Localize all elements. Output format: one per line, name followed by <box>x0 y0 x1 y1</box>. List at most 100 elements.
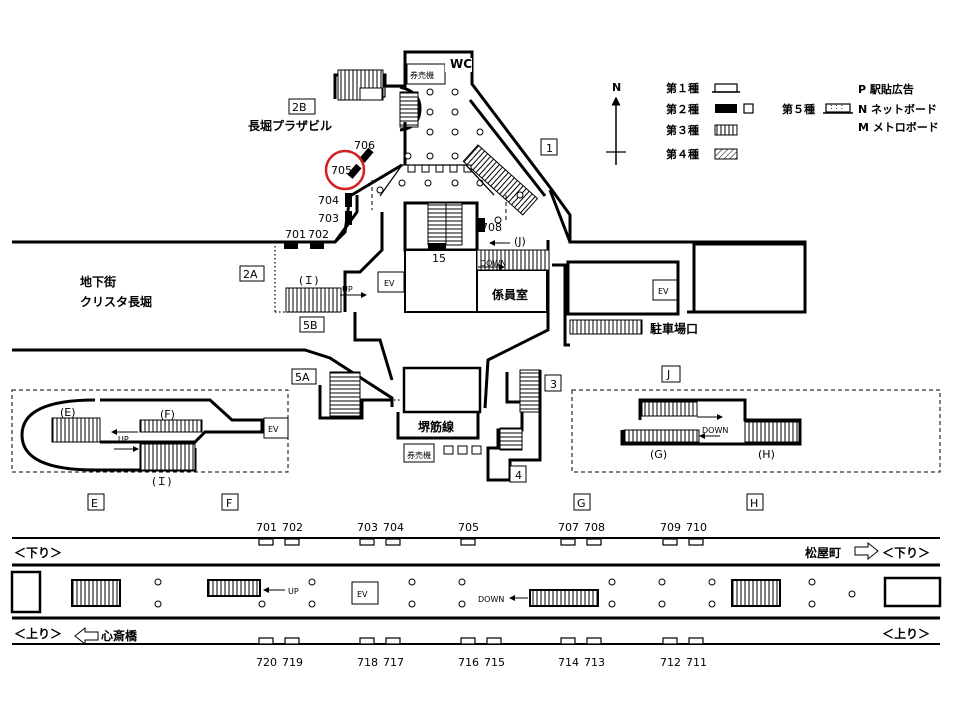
pt-707: 707 <box>558 521 579 534</box>
pb-711: 711 <box>686 656 707 669</box>
parking-exit-label: 駐車場口 <box>650 321 698 336</box>
area-j <box>571 389 941 473</box>
pb-719: 719 <box>282 656 303 669</box>
stair-f <box>139 419 203 433</box>
stair-3 <box>519 369 541 413</box>
stair-e-label: (E) <box>60 406 76 419</box>
stair-i-lower-label: (Ｉ) <box>152 475 172 488</box>
arrow-right-icon <box>854 541 879 561</box>
ev-label-3: EV <box>268 425 279 434</box>
stair-j-label: (J) <box>514 235 526 248</box>
exit-5a-label: 5A <box>295 371 310 384</box>
direction-down-left: ＜下り＞ <box>14 546 62 560</box>
exit-1-label: 1 <box>546 142 553 155</box>
legend-type5-icon <box>825 103 851 113</box>
ev-parking <box>652 279 678 301</box>
pt-704: 704 <box>383 521 404 534</box>
platform-stair-h <box>731 579 781 607</box>
legend-type4-icon <box>714 148 738 160</box>
ev-lower-left <box>263 417 289 439</box>
stair-i-lower <box>139 443 196 471</box>
exit-2b-label: 2B <box>292 101 307 114</box>
legend-type1-icon <box>714 83 738 93</box>
ad-704 <box>345 193 352 207</box>
platform-columns <box>154 578 856 608</box>
parking-block-2 <box>692 242 807 314</box>
sakaisuji-room <box>402 366 482 414</box>
exit-boxes <box>87 98 764 511</box>
legend-type5: 第５種 <box>782 102 815 116</box>
ad-703-label: 703 <box>318 212 339 225</box>
up-label-1: UP <box>342 285 353 294</box>
stair-h <box>744 421 800 443</box>
ticket-machine-1 <box>406 63 446 85</box>
staff-room-label: 係員室 <box>492 287 528 302</box>
platform-bottom-ads <box>258 637 704 645</box>
concourse-labels: WC 券売機 券売機 長堀プラザビル 地下街 クリスタ長堀 係員室 駐車場口 堺… <box>60 57 775 510</box>
stair-h-label: (H) <box>758 448 775 461</box>
direction-up-left: ＜上り＞ <box>14 626 62 641</box>
platform-stair-e <box>71 579 121 607</box>
platform-down-label: DOWN <box>478 595 504 604</box>
ad-708-label: 708 <box>481 221 502 234</box>
stair-i-label: (Ｉ) <box>299 274 319 287</box>
exit-2a-label: 2A <box>243 268 258 281</box>
exit-3-label: 3 <box>550 378 557 391</box>
platform-top-ads <box>258 538 704 546</box>
direction-up-right: ＜上り＞ <box>882 626 930 641</box>
legend-n: N ネットボード <box>858 102 937 116</box>
pb-716: 716 <box>458 656 479 669</box>
legend-p: P 駅貼広告 <box>858 82 914 96</box>
stair-i <box>285 287 342 313</box>
ad-705-label: 705 <box>331 164 352 177</box>
legend-type2-icon <box>715 104 737 113</box>
gate-h-label: H <box>750 497 758 510</box>
direction-up-station: 心斎橋 <box>101 628 138 643</box>
pt-703: 703 <box>357 521 378 534</box>
exit-5b-label: 5B <box>303 319 318 332</box>
ad-704-label: 704 <box>318 194 339 207</box>
direction-down-station: 松屋町 <box>805 545 841 560</box>
stair-g-label: (G) <box>650 448 667 461</box>
up-label-2: UP <box>118 435 129 444</box>
ad-703 <box>345 211 352 225</box>
ad-706-label: 706 <box>354 139 375 152</box>
platform-stair-g <box>529 589 599 607</box>
stair-parking <box>569 319 643 335</box>
stair-j <box>476 249 550 271</box>
pb-717: 717 <box>383 656 404 669</box>
stair-central <box>427 202 447 246</box>
stair-e <box>51 417 101 443</box>
ad-708 <box>478 218 485 232</box>
stair-4 <box>499 427 523 451</box>
pt-709: 709 <box>660 521 681 534</box>
building-label: 長堀プラザビル <box>248 118 332 133</box>
legend-m: M メトロボード <box>858 120 939 134</box>
pb-715: 715 <box>484 656 505 669</box>
ad-705 <box>347 163 362 179</box>
pb-712: 712 <box>660 656 681 669</box>
direction-down-right: ＜下り＞ <box>882 546 930 560</box>
line-name-label: 堺筋線 <box>418 419 454 434</box>
ev-label-2: EV <box>658 287 669 296</box>
pb-714: 714 <box>558 656 579 669</box>
ticket-machine-label-1: 券売機 <box>410 70 434 80</box>
pb-718: 718 <box>357 656 378 669</box>
legend: 第１種 第２種 第３種 第４種 第５種 : : : P 駅貼広告 N ネットボー… <box>666 81 939 161</box>
num-15: 15 <box>432 252 446 265</box>
ad-701 <box>284 243 298 249</box>
stair-g <box>641 401 698 417</box>
pt-702: 702 <box>282 521 303 534</box>
ticket-machine-2 <box>403 443 435 463</box>
ad-702-label: 702 <box>308 228 329 241</box>
columns <box>376 88 524 224</box>
gate-g-label: G <box>577 497 586 510</box>
legend-type2-alt-icon <box>743 103 754 114</box>
platform-end-right <box>883 576 942 608</box>
legend-type1: 第１種 <box>666 81 699 95</box>
stair-5a <box>329 371 361 417</box>
highlight-circle-705 <box>324 149 366 191</box>
ev-concourse <box>377 271 405 293</box>
pt-701: 701 <box>256 521 277 534</box>
